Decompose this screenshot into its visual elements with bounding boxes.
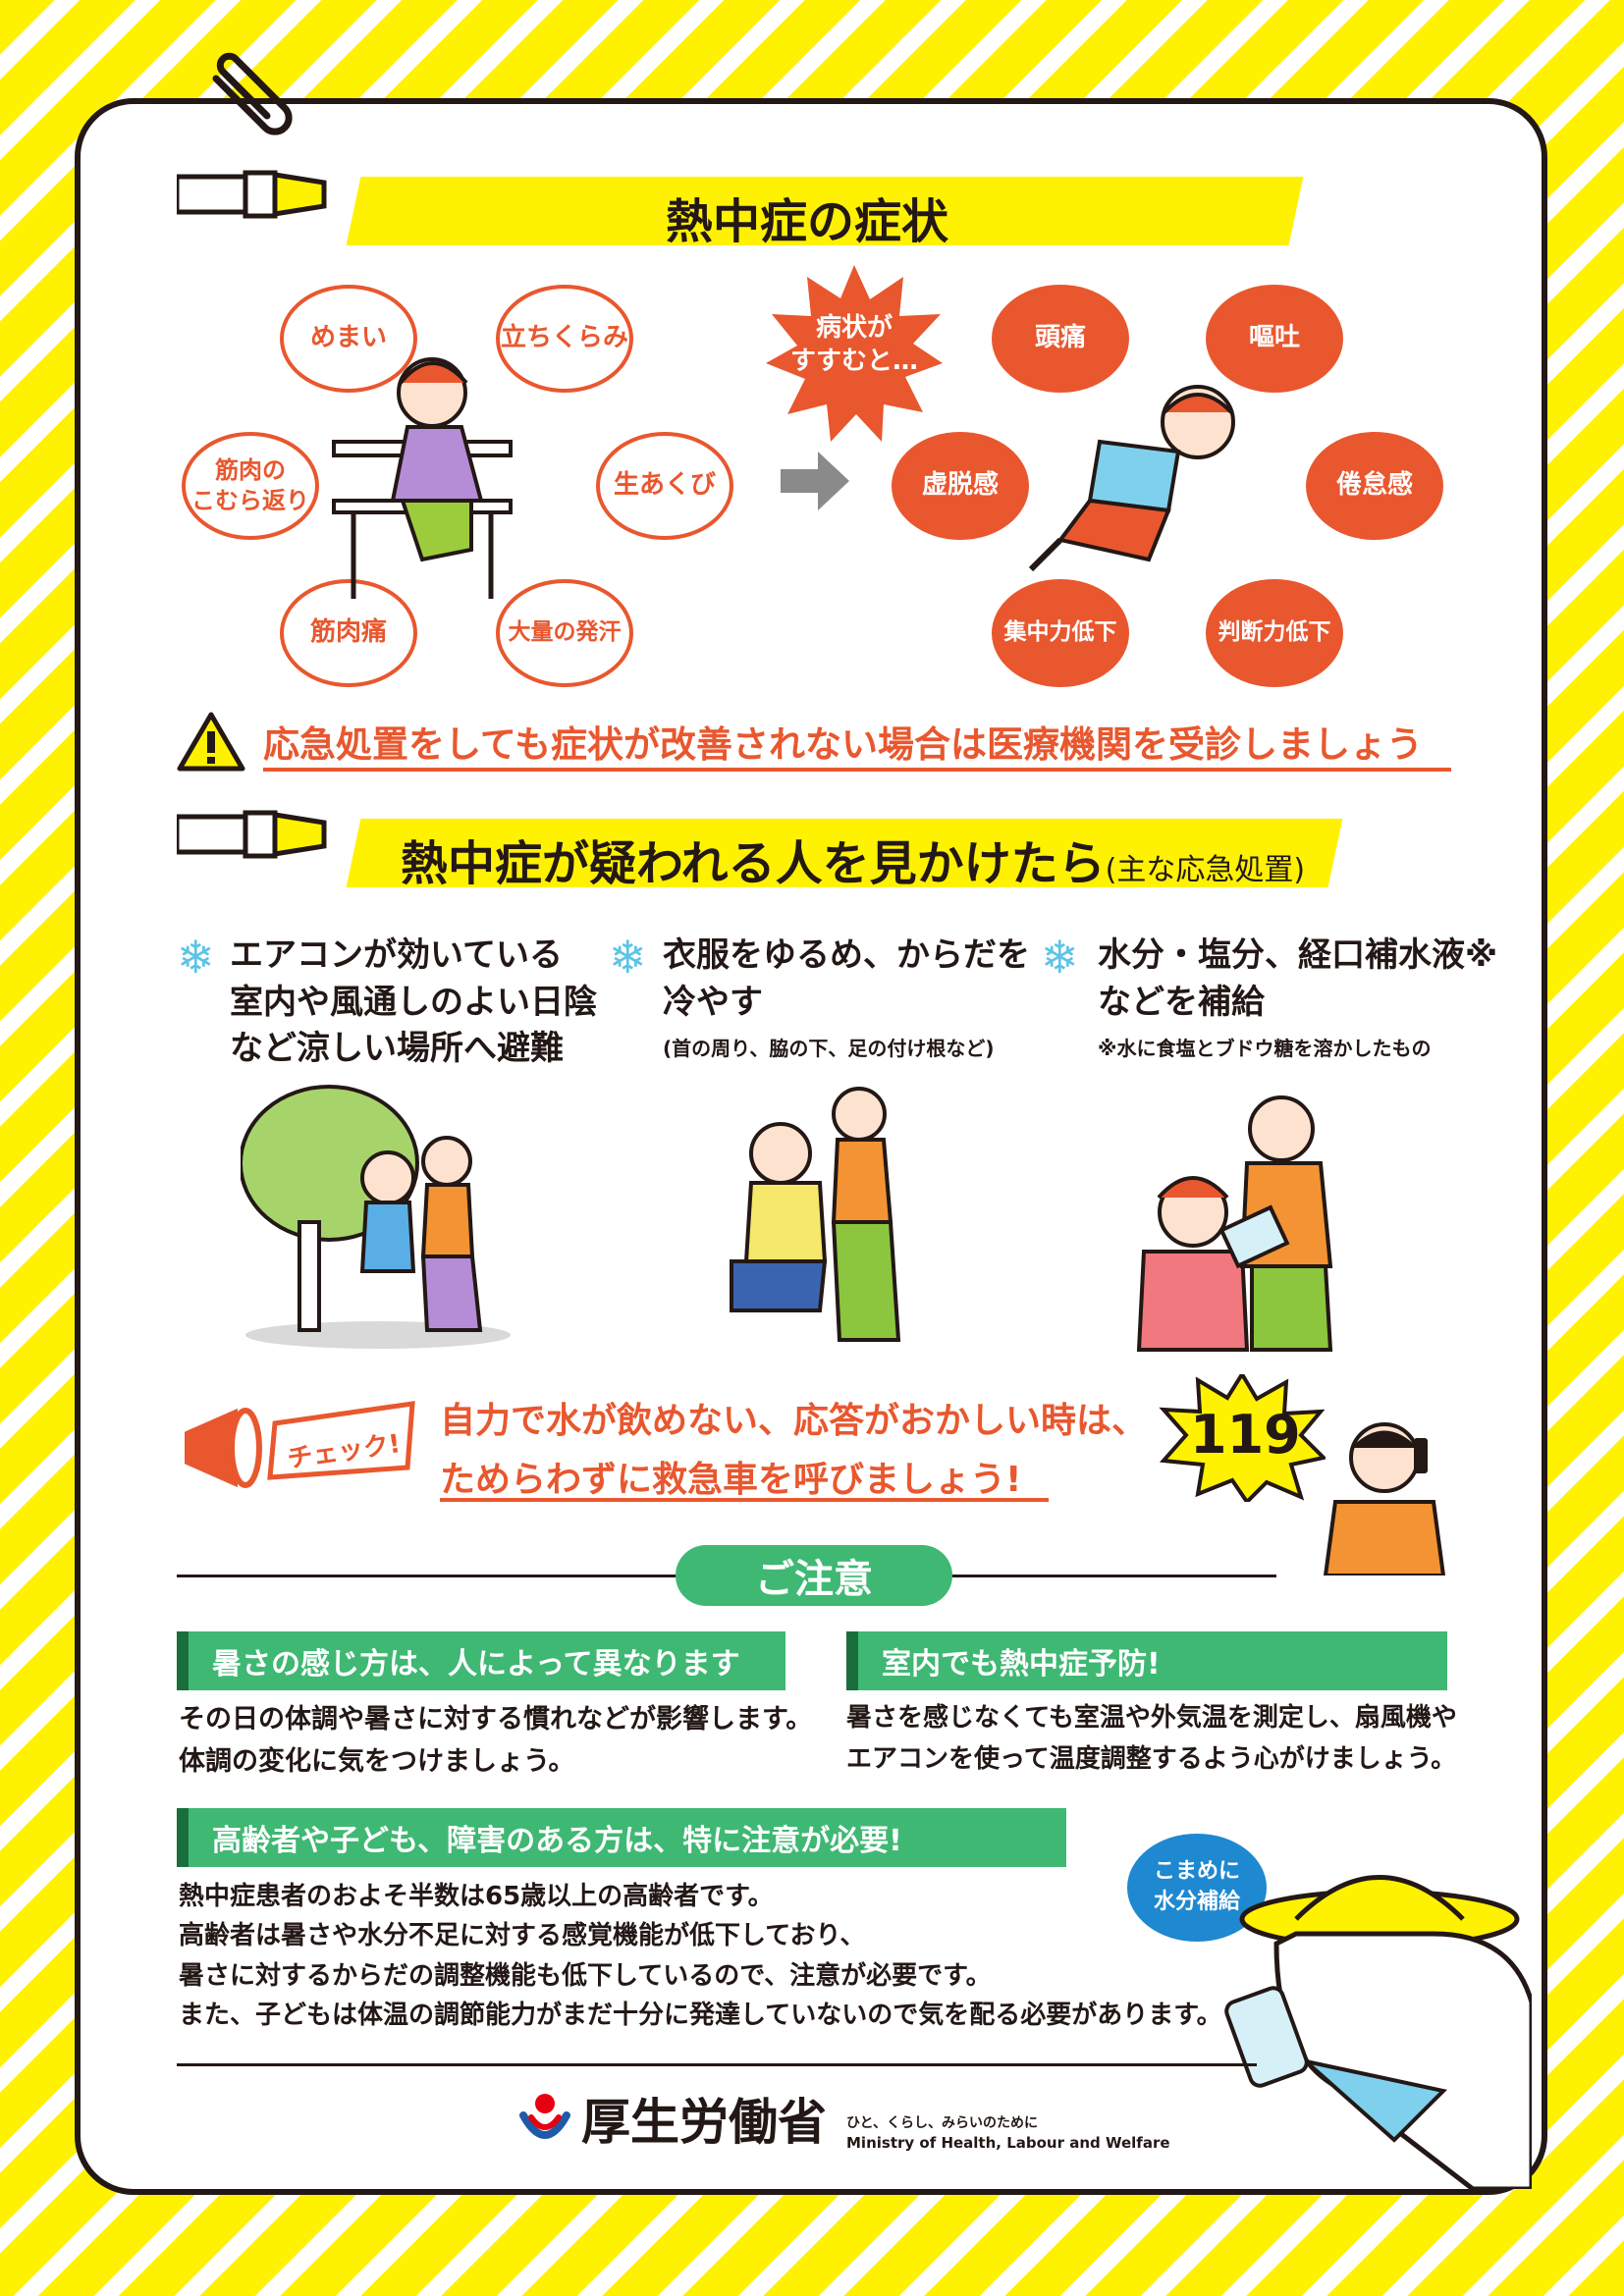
ministry-name: 厚生労働省 [581, 2094, 827, 2151]
medical-warning: 応急処置をしても症状が改善されない場合は医療機関を受診しましょう [263, 723, 1424, 766]
caution-heading-1: 暑さの感じ方は、人によって異なります [177, 1631, 785, 1690]
symptoms-title: 熱中症の症状 [666, 194, 949, 249]
snowflake-icon: ❄ [177, 931, 215, 984]
cooling-body-illustration [730, 1087, 901, 1342]
check-tag [267, 1401, 415, 1480]
starburst-badge [766, 265, 943, 442]
symptom-poor-concentration: 集中力低下 [992, 579, 1129, 687]
warning-underline [263, 768, 1451, 772]
polar-bear-mascot [1224, 1875, 1532, 2189]
footer-divider [177, 2063, 1257, 2066]
ministry-name-en: Ministry of Health, Labour and Welfare [846, 2134, 1170, 2152]
marker-pen-icon [177, 170, 327, 219]
first-aid-title: 熱中症が疑われる人を見かけたら(主な応急処置) [401, 836, 1306, 891]
check-line-1: 自力で水が飲めない、応答がおかしい時は、 [440, 1401, 1148, 1441]
megaphone-icon [185, 1408, 262, 1488]
symptom-heavy-sweating: 大量の発汗 [496, 579, 633, 687]
step-3-note: ※水に食塩とブドウ糖を溶かしたもの [1098, 1037, 1432, 1060]
symptom-poor-judgment: 判断力低下 [1206, 579, 1343, 687]
step-2-note: (首の周り、脇の下、足の付け根など) [663, 1037, 995, 1060]
symptom-dizziness: めまい [280, 285, 417, 393]
check-line-2: ためらわずに救急車を呼びましょう! [440, 1460, 1022, 1500]
caution-body-3: 熱中症患者のおよそ半数は65歳以上の高齢者です。 高齢者は暑さや水分不足に対する… [179, 1882, 1222, 2030]
arrow-right-icon [781, 452, 849, 510]
symptom-lethargy: 虚脱感 [892, 432, 1029, 540]
caution-title: ご注意 [676, 1545, 952, 1606]
dizzy-person-illustration [332, 357, 513, 599]
collapsed-person-illustration [1028, 385, 1235, 572]
symptom-lightheadedness: 立ちくらみ [496, 285, 633, 393]
caution-heading-2: 室内でも熱中症予防! [846, 1631, 1447, 1690]
symptom-yawning: 生あくび [596, 432, 733, 540]
phone-call-illustration [1323, 1422, 1446, 1575]
symptom-headache: 頭痛 [992, 285, 1129, 393]
warning-icon [177, 712, 245, 772]
symptom-muscle-pain: 筋肉痛 [280, 579, 417, 687]
shade-tree-illustration [241, 1085, 511, 1349]
symptom-muscle-cramp: 筋肉の こむら返り [182, 432, 319, 540]
symptom-fatigue: 倦怠感 [1306, 432, 1443, 540]
step-1-text: エアコンが効いている 室内や風通しのよい日陰 など涼しい場所へ避難 [230, 935, 597, 1069]
paperclip-icon [212, 52, 293, 135]
snowflake-icon: ❄ [1041, 931, 1079, 984]
check-underline [440, 1498, 1049, 1502]
caution-heading-3: 高齢者や子ども、障害のある方は、特に注意が必要! [177, 1808, 1066, 1867]
ministry-logo-icon [519, 2094, 570, 2139]
caution-body-2: 暑さを感じなくても室温や外気温を測定し、扇風機や エアコンを使って温度調整するよ… [846, 1703, 1457, 1774]
symptom-vomiting: 嘔吐 [1206, 285, 1343, 393]
marker-pen-icon-2 [177, 810, 327, 859]
step-3-text: 水分・塩分、経口補水液※ などを補給 [1098, 935, 1498, 1022]
ministry-tagline: ひと、くらし、みらいのために [846, 2115, 1039, 2131]
emergency-burst [1159, 1374, 1326, 1502]
caution-body-1: その日の体調や暑さに対する慣れなどが影響します。 体調の変化に気をつけましょう。 [179, 1704, 813, 1778]
step-2-text: 衣服をゆるめ、からだを 冷やす [663, 935, 1030, 1022]
emergency-number: 119 [1190, 1404, 1301, 1466]
snowflake-icon: ❄ [609, 931, 647, 984]
progress-label: 病状が すすむと… [789, 313, 918, 376]
drinking-water-illustration [1136, 1095, 1333, 1352]
